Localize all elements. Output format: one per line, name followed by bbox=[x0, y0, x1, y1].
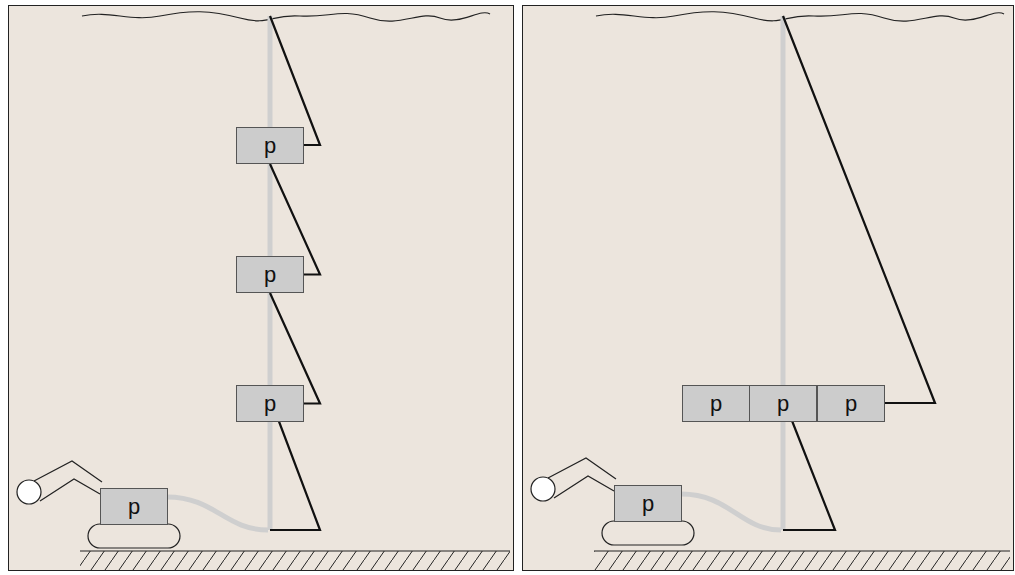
seabed bbox=[80, 550, 510, 551]
tether-line bbox=[270, 16, 935, 530]
pump-box: p bbox=[817, 385, 885, 422]
node-label: p bbox=[777, 393, 789, 415]
node-label: p bbox=[264, 135, 276, 157]
pump-box: p bbox=[682, 385, 750, 422]
node-label: p bbox=[264, 393, 276, 415]
seabed bbox=[594, 550, 1010, 551]
right-panel bbox=[523, 6, 1014, 571]
pump-box: p bbox=[749, 385, 817, 422]
crawler-vehicle bbox=[17, 461, 180, 548]
node-label: p bbox=[845, 393, 857, 415]
pump-box: p bbox=[614, 485, 682, 522]
seabed-hatch bbox=[80, 551, 510, 570]
pump-box: p bbox=[236, 385, 304, 422]
node-label: p bbox=[642, 493, 654, 515]
pump-box: p bbox=[236, 256, 304, 293]
hose bbox=[681, 494, 781, 530]
node-label: p bbox=[128, 496, 140, 518]
hose bbox=[167, 497, 268, 530]
pump-box: p bbox=[236, 127, 304, 164]
water-surface bbox=[82, 12, 490, 21]
left-panel bbox=[9, 6, 514, 571]
seabed-hatch bbox=[594, 551, 1010, 570]
node-label: p bbox=[264, 264, 276, 286]
pump-box: p bbox=[100, 488, 168, 525]
water-surface bbox=[596, 12, 1004, 21]
crawler-vehicle bbox=[531, 458, 694, 545]
node-label: p bbox=[710, 393, 722, 415]
riser bbox=[781, 16, 786, 530]
